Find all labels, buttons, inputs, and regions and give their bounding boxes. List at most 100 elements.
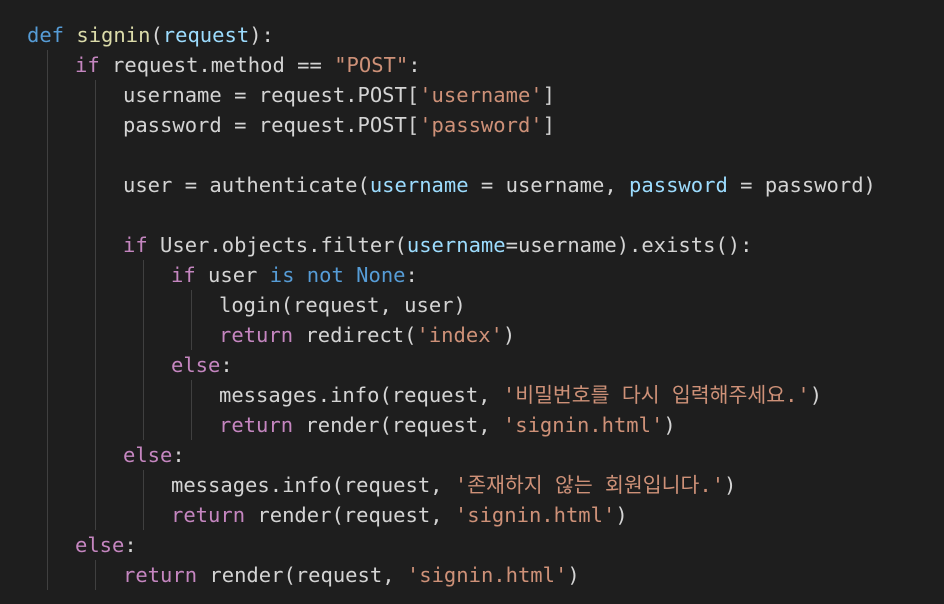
code-token: return xyxy=(171,503,246,527)
indent-guide xyxy=(191,290,192,320)
code-text: return redirect('index') xyxy=(219,320,515,350)
code-line[interactable]: if User.objects.filter(username=username… xyxy=(0,230,944,260)
code-line[interactable]: user = authenticate(username = username,… xyxy=(0,170,944,200)
code-token: None xyxy=(356,263,406,287)
code-token xyxy=(344,263,356,287)
code-token xyxy=(64,23,76,47)
code-line[interactable]: if request.method == "POST": xyxy=(0,50,944,80)
code-line[interactable]: else: xyxy=(0,530,944,560)
indent-guide xyxy=(47,560,48,590)
code-line[interactable]: if user is not None: xyxy=(0,260,944,290)
code-line[interactable]: return render(request, 'signin.html') xyxy=(0,500,944,530)
code-token: return xyxy=(123,563,198,587)
indent-guide xyxy=(95,320,96,350)
code-token: redirect( xyxy=(293,323,417,347)
indent-guide xyxy=(95,170,96,200)
indent-guide xyxy=(143,470,144,500)
indent-guide xyxy=(47,170,48,200)
code-token: user xyxy=(195,263,270,287)
code-text: return render(request, 'signin.html') xyxy=(219,410,676,440)
indent-guide xyxy=(95,470,96,500)
code-line[interactable]: else: xyxy=(0,440,944,470)
code-token: password xyxy=(629,173,728,197)
code-token: render(request, xyxy=(197,563,407,587)
indent-guide xyxy=(95,140,96,170)
code-text: password = request.POST['password'] xyxy=(123,110,555,140)
code-token: : xyxy=(124,533,137,557)
code-line[interactable]: messages.info(request, '존재하지 않는 회원입니다.') xyxy=(0,470,944,500)
code-line[interactable]: else: xyxy=(0,350,944,380)
code-line[interactable] xyxy=(0,140,944,170)
indent-guide xyxy=(47,110,48,140)
code-token: return xyxy=(219,323,294,347)
code-token: user = authenticate( xyxy=(123,173,370,197)
code-text: login(request, user) xyxy=(219,290,466,320)
code-token: 'password' xyxy=(419,113,543,137)
code-text: messages.info(request, '비밀번호를 다시 입력해주세요.… xyxy=(219,380,822,410)
indent-guide xyxy=(191,410,192,440)
code-token: def xyxy=(27,23,65,47)
code-line[interactable]: return render(request, 'signin.html') xyxy=(0,560,944,590)
code-token: ): xyxy=(249,23,274,47)
code-text: username = request.POST['username'] xyxy=(123,80,555,110)
code-token: signin xyxy=(76,23,151,47)
code-line[interactable]: return redirect('index') xyxy=(0,320,944,350)
code-token: messages.info(request, xyxy=(219,383,503,407)
indent-guide xyxy=(47,440,48,470)
code-line[interactable] xyxy=(0,200,944,230)
code-token: ] xyxy=(542,113,555,137)
code-token: else xyxy=(75,533,125,557)
code-text: return render(request, 'signin.html') xyxy=(123,560,580,590)
code-token xyxy=(294,263,306,287)
code-token: = password) xyxy=(727,173,876,197)
code-token: 'signin.html' xyxy=(406,563,568,587)
indent-guide xyxy=(95,500,96,530)
code-token: : xyxy=(405,263,418,287)
indent-guide xyxy=(143,320,144,350)
indent-guide xyxy=(47,380,48,410)
code-token: ) xyxy=(809,383,823,407)
code-token: else xyxy=(171,353,221,377)
code-token: if xyxy=(75,53,100,77)
code-token: : xyxy=(220,353,233,377)
indent-guide xyxy=(143,410,144,440)
code-line[interactable]: login(request, user) xyxy=(0,290,944,320)
code-token: if xyxy=(123,233,148,257)
code-token: is xyxy=(269,263,295,287)
code-token: messages.info(request, xyxy=(171,473,455,497)
indent-guide xyxy=(95,200,96,230)
code-token: password = request.POST[ xyxy=(123,113,420,137)
code-token: '존재하지 않는 회원입니다.' xyxy=(454,473,725,497)
code-token: render(request, xyxy=(245,503,455,527)
indent-guide xyxy=(47,410,48,440)
code-text: if User.objects.filter(username=username… xyxy=(123,230,752,260)
indent-guide xyxy=(95,380,96,410)
code-token: = username, xyxy=(468,173,630,197)
code-token: username xyxy=(369,173,469,197)
code-token: not xyxy=(306,263,344,287)
code-token: : xyxy=(408,53,421,77)
code-token: 'signin.html' xyxy=(454,503,616,527)
code-text: messages.info(request, '존재하지 않는 회원입니다.') xyxy=(171,470,736,500)
indent-guide xyxy=(95,80,96,110)
code-token: username xyxy=(406,233,506,257)
code-token: else xyxy=(123,443,173,467)
indent-guide xyxy=(47,500,48,530)
code-token: ) xyxy=(502,323,516,347)
code-line[interactable]: username = request.POST['username'] xyxy=(0,80,944,110)
code-line[interactable]: def signin(request): xyxy=(0,20,944,50)
code-line[interactable]: password = request.POST['password'] xyxy=(0,110,944,140)
code-line[interactable]: messages.info(request, '비밀번호를 다시 입력해주세요.… xyxy=(0,380,944,410)
code-token: if xyxy=(171,263,196,287)
indent-guide xyxy=(191,320,192,350)
indent-guide xyxy=(95,260,96,290)
code-line[interactable]: return render(request, 'signin.html') xyxy=(0,410,944,440)
code-token: 'signin.html' xyxy=(502,413,664,437)
indent-guide xyxy=(47,230,48,260)
indent-guide xyxy=(95,560,96,590)
code-text: user = authenticate(username = username,… xyxy=(123,170,876,200)
indent-guide xyxy=(47,200,48,230)
code-token: ) xyxy=(724,473,737,497)
code-text: def signin(request): xyxy=(27,20,274,50)
